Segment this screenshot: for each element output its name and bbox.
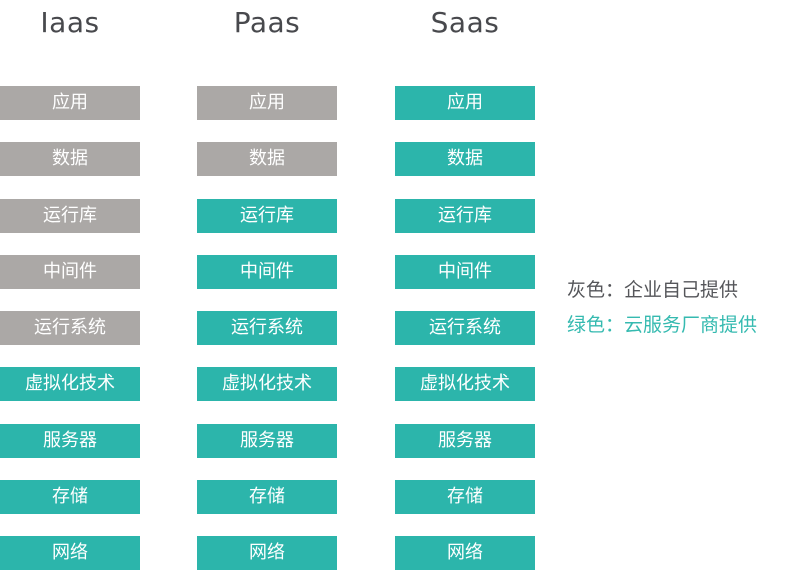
legend-item-green: 绿色：云服务厂商提供 — [567, 314, 758, 336]
layer-bar: 中间件 — [395, 255, 535, 289]
layer-bar: 运行系统 — [197, 311, 337, 345]
layer-bar: 应用 — [197, 86, 337, 120]
layer-bar: 运行系统 — [395, 311, 535, 345]
layer-bar: 网络 — [395, 536, 535, 570]
layer-bar: 服务器 — [395, 424, 535, 458]
layer-bar: 应用 — [395, 86, 535, 120]
layer-bar: 存储 — [395, 480, 535, 514]
layer-bar: 应用 — [0, 86, 140, 120]
layer-bar: 数据 — [0, 142, 140, 176]
column-header-saas: Saas — [430, 6, 500, 39]
layer-bar: 虚拟化技术 — [197, 367, 337, 401]
layer-bar: 虚拟化技术 — [0, 367, 140, 401]
layer-bar: 中间件 — [197, 255, 337, 289]
legend-item-gray: 灰色：企业自己提供 — [567, 279, 739, 301]
layer-bar: 网络 — [197, 536, 337, 570]
layer-bar: 中间件 — [0, 255, 140, 289]
layer-bar: 虚拟化技术 — [395, 367, 535, 401]
layer-bar: 运行库 — [197, 199, 337, 233]
layer-bar: 运行库 — [0, 199, 140, 233]
column-header-paas: Paas — [233, 6, 301, 39]
layer-bar: 运行系统 — [0, 311, 140, 345]
column-header-iaas: Iaas — [40, 6, 100, 39]
layer-bar: 网络 — [0, 536, 140, 570]
layer-bar: 服务器 — [0, 424, 140, 458]
layer-bar: 存储 — [0, 480, 140, 514]
layer-bar: 服务器 — [197, 424, 337, 458]
layer-bar: 数据 — [197, 142, 337, 176]
layer-bar: 数据 — [395, 142, 535, 176]
layer-bar: 运行库 — [395, 199, 535, 233]
layer-bar: 存储 — [197, 480, 337, 514]
